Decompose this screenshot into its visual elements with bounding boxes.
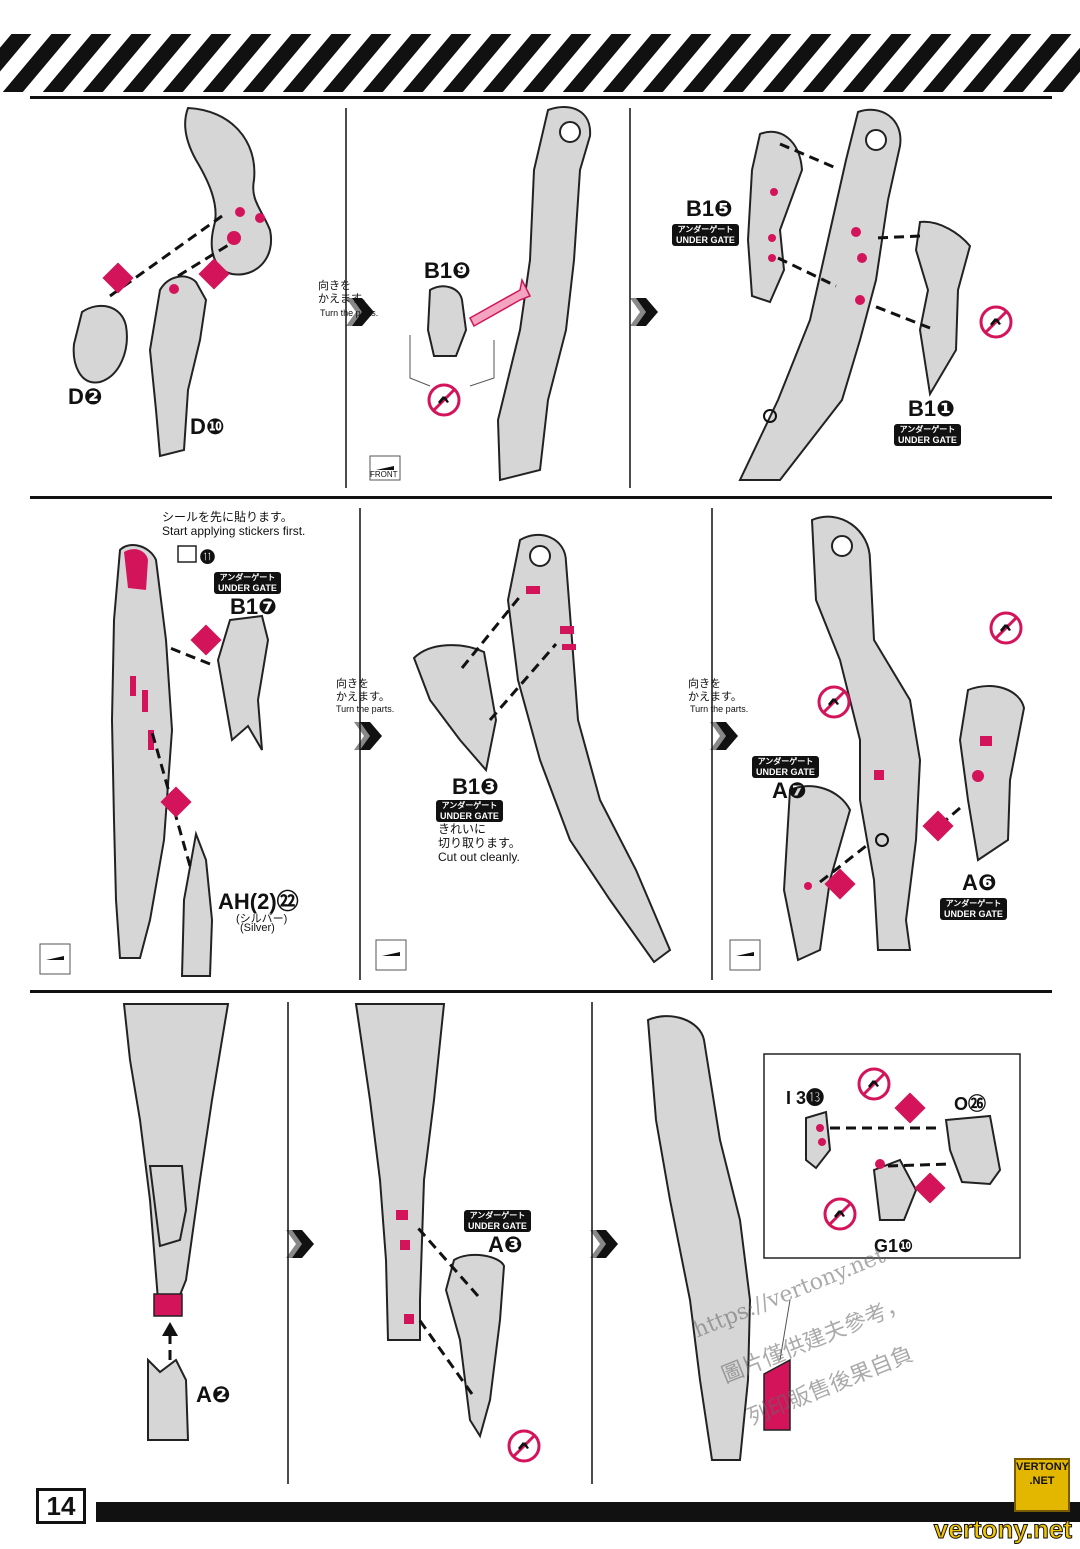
part-label-b15: B1❺: [686, 196, 733, 221]
foot-parts: [805, 1110, 1002, 1221]
part-label-b19: B1❾: [424, 258, 471, 283]
part-label-o26: O㉖: [954, 1094, 987, 1114]
part-label-a3: A❸: [488, 1232, 523, 1257]
turn-note-jp: 向きを かえます。: [688, 678, 742, 703]
turn-note-en: Turn the parts.: [320, 308, 379, 318]
part-label-a6: A❻: [962, 870, 997, 895]
part-label-ah22: AH(2)㉒: [218, 889, 299, 914]
turn-note-jp: 向きを かえます。: [336, 678, 390, 703]
cut-note-jp: きれいに 切り取ります。: [438, 822, 521, 850]
leg-part-full-leg: [646, 1015, 752, 1461]
turn-note-en: Turn the parts.: [336, 704, 395, 714]
part-label-d10: D❿: [190, 414, 225, 439]
front-arrow-icon: [729, 939, 761, 971]
cut-note-en: Cut out cleanly.: [438, 850, 520, 864]
silver-note-jp: (シルバー): [236, 913, 288, 925]
front-arrow-icon: [375, 939, 407, 971]
leg-part-calf-b: [354, 1003, 506, 1439]
silver-note-en: (Silver): [240, 922, 275, 934]
footer-bar: [96, 1502, 1080, 1522]
front-arrow-icon: [369, 455, 401, 481]
part-label-b13: B1❸: [452, 774, 499, 799]
sticker-note-en: Start applying stickers first.: [162, 524, 306, 538]
leg-part-thigh: [426, 106, 592, 482]
hazard-band: [0, 34, 1080, 92]
leg-part-knee-assembly: [782, 515, 1026, 962]
sticker-note-jp: シールを先に貼ります。: [162, 510, 293, 524]
vertony-logo: VERTONY.NET: [1014, 1458, 1070, 1512]
turn-note-en: Turn the parts.: [690, 704, 749, 714]
front-arrow-icon: [39, 943, 71, 975]
turn-note-jp: 向きを かえます。: [318, 280, 372, 305]
site-watermark: vertony.net: [933, 1514, 1072, 1545]
part-label-a7: A❼: [772, 778, 807, 803]
leg-part-upper: [72, 106, 273, 458]
part-label-b11: B1❶: [908, 396, 955, 421]
page-number: 14: [36, 1488, 86, 1524]
part-label-i313: I 3⓭: [786, 1088, 825, 1108]
detail-inset: [763, 1053, 1021, 1259]
sticker-number: ⓫: [200, 549, 216, 566]
leg-part-shin-back: [110, 544, 270, 977]
leg-part-calf-a: [122, 1003, 230, 1441]
front-label: FRONT: [370, 470, 398, 479]
part-label-g110: G1❿: [874, 1236, 914, 1256]
leg-part-shin-side: [412, 534, 672, 964]
part-label-b17: B1❼: [230, 594, 277, 619]
part-label-a2: A❷: [196, 1382, 231, 1407]
part-label-d2: D❷: [68, 384, 103, 409]
